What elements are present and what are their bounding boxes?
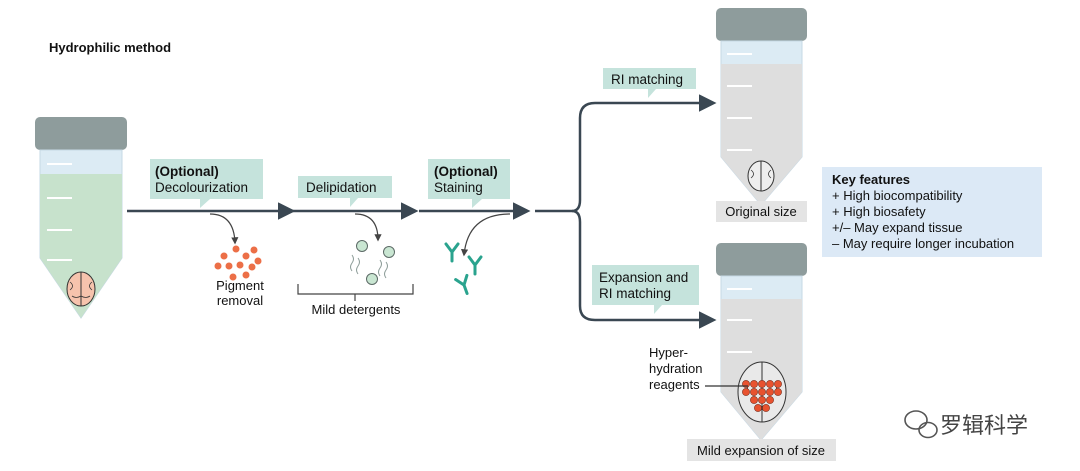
detergent-bracket: [297, 284, 414, 295]
tube-left: [35, 117, 127, 319]
key-feature-2: + High biosafety: [832, 204, 926, 219]
antibody-icons: [444, 242, 483, 295]
tube-original-cap: [716, 8, 807, 41]
callout-staining: (Optional) Staining: [428, 159, 510, 208]
callout-expansion: Expansion and RI matching: [592, 265, 699, 314]
key-features-heading: Key features: [832, 172, 910, 187]
hyper-line1: Hyper-: [649, 345, 688, 360]
tube-original: [716, 8, 807, 206]
staining-label: Staining: [434, 180, 483, 195]
staining-optional: (Optional): [434, 164, 498, 179]
original-size-box: [716, 201, 807, 222]
delipidation-label: Delipidation: [306, 180, 377, 195]
detergent-curve-arrow: [354, 213, 382, 242]
key-feature-1: + High biocompatibility: [832, 188, 963, 203]
pigment-curve-arrow: [209, 213, 239, 245]
key-feature-4: – May require longer incubation: [832, 236, 1014, 251]
original-size-label: Original size: [725, 204, 797, 219]
ri-matching-label: RI matching: [611, 72, 683, 87]
pigment-line1: Pigment: [216, 278, 264, 293]
mild-expansion-box: [687, 439, 836, 461]
branch-arrow-lower: [571, 209, 717, 329]
hyper-hydration-dots: [742, 380, 782, 412]
key-features-box: [822, 167, 1042, 257]
detergent-wisps: [350, 254, 388, 279]
hyper-line3: reagents: [649, 377, 700, 392]
callout-ri-matching: RI matching: [603, 68, 696, 98]
pigment-dots: [214, 245, 262, 281]
staining-curve-arrow: [460, 213, 511, 257]
mild-expansion-label: Mild expansion of size: [697, 443, 825, 458]
expansion-line1: Expansion and: [599, 270, 688, 285]
tube-expanded-cap: [716, 243, 807, 276]
mild-detergents-label: Mild detergents: [312, 302, 401, 317]
branch-arrow-upper: [571, 94, 717, 213]
pigment-line2: removal: [217, 293, 263, 308]
decolourization-label: Decolourization: [155, 180, 248, 195]
wechat-icon: [904, 410, 938, 439]
brain-pink-icon: [66, 271, 96, 307]
hyper-line2: hydration: [649, 361, 702, 376]
expansion-line2: RI matching: [599, 286, 671, 301]
watermark: 罗辑科学: [904, 410, 1028, 439]
decolourization-optional: (Optional): [155, 164, 219, 179]
tube-expanded: [716, 243, 807, 441]
callout-decolourization: (Optional) Decolourization: [150, 159, 263, 208]
tube-cap: [35, 117, 127, 150]
key-features-panel: Key features + High biocompatibility + H…: [822, 167, 1042, 257]
brain-clear-icon: [747, 160, 775, 192]
lipid-droplets: [356, 240, 395, 285]
watermark-text: 罗辑科学: [940, 414, 1028, 439]
callout-delipidation: Delipidation: [298, 176, 392, 207]
key-feature-3: +/– May expand tissue: [832, 220, 962, 235]
method-title: Hydrophilic method: [49, 40, 171, 55]
